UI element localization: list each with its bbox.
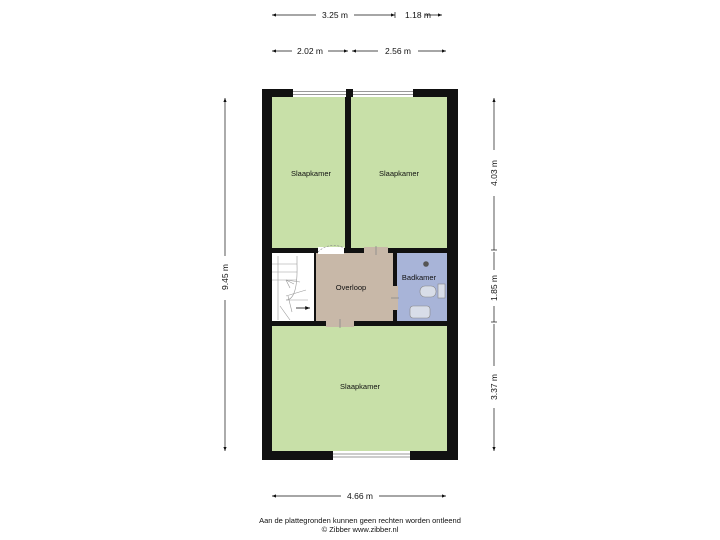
- door-bedroom-top-right: [364, 246, 388, 255]
- dim-right-b: 1.85 m: [489, 275, 499, 301]
- dim-right-c: 3.37 m: [489, 374, 499, 400]
- label-landing: Overloop: [336, 283, 366, 292]
- dim-top-row1-a: 3.25 m: [322, 10, 348, 20]
- dim-right-a: 4.03 m: [489, 160, 499, 186]
- footer-credit: © Zibber www.zibber.nl: [321, 525, 399, 534]
- shower-drain-icon: [423, 261, 429, 267]
- door-bedroom-top-left: [317, 245, 345, 254]
- window-top-right: [353, 89, 413, 97]
- dim-left: 9.45 m: [220, 264, 230, 290]
- door-bathroom: [391, 286, 399, 310]
- staircase: [272, 256, 308, 321]
- dim-bottom: 4.66 m: [347, 491, 373, 501]
- sink-icon: [409, 305, 431, 319]
- dimension-top-row1: [272, 12, 442, 18]
- window-bottom: [333, 451, 410, 460]
- label-bathroom: Badkamer: [402, 273, 437, 282]
- dim-top-row2-a: 2.02 m: [297, 46, 323, 56]
- toilet-icon: [419, 285, 437, 298]
- label-bedroom-top-left: Slaapkamer: [291, 169, 332, 178]
- room-bedroom-top-left: [272, 97, 345, 248]
- dim-top-row1-b: 1.18 m: [405, 10, 431, 20]
- door-bedroom-bottom: [326, 319, 354, 328]
- window-top-left: [293, 89, 346, 97]
- room-landing: [316, 253, 393, 321]
- room-bedroom-top-right: [351, 97, 447, 248]
- dimension-right: [491, 98, 497, 451]
- footer-disclaimer: Aan de plattegronden kunnen geen rechten…: [259, 516, 461, 525]
- label-bedroom-top-right: Slaapkamer: [379, 169, 420, 178]
- label-bedroom-bottom: Slaapkamer: [340, 382, 381, 391]
- dim-top-row2-b: 2.56 m: [385, 46, 411, 56]
- bath-fixture-icon: [437, 283, 446, 299]
- room-bedroom-bottom: [272, 326, 447, 451]
